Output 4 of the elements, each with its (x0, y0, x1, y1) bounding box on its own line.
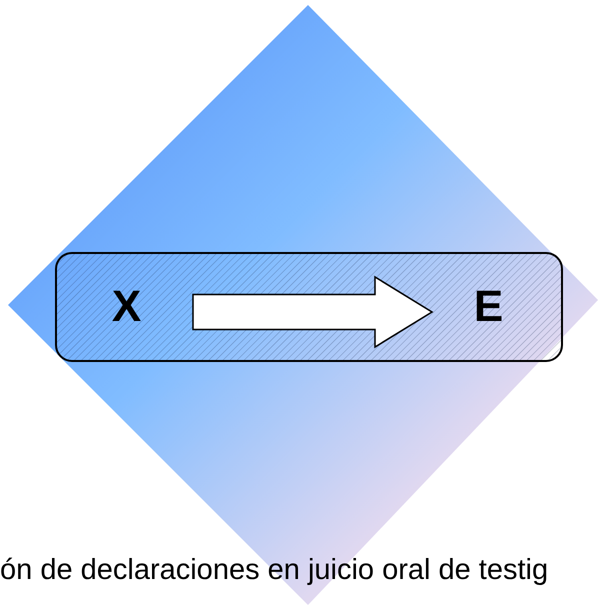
letter-label: E (432, 277, 545, 337)
letter-label: X (60, 277, 193, 337)
block-arrow (192, 276, 434, 348)
caption: ón de declaraciones en juicio oral de testig (0, 556, 548, 585)
